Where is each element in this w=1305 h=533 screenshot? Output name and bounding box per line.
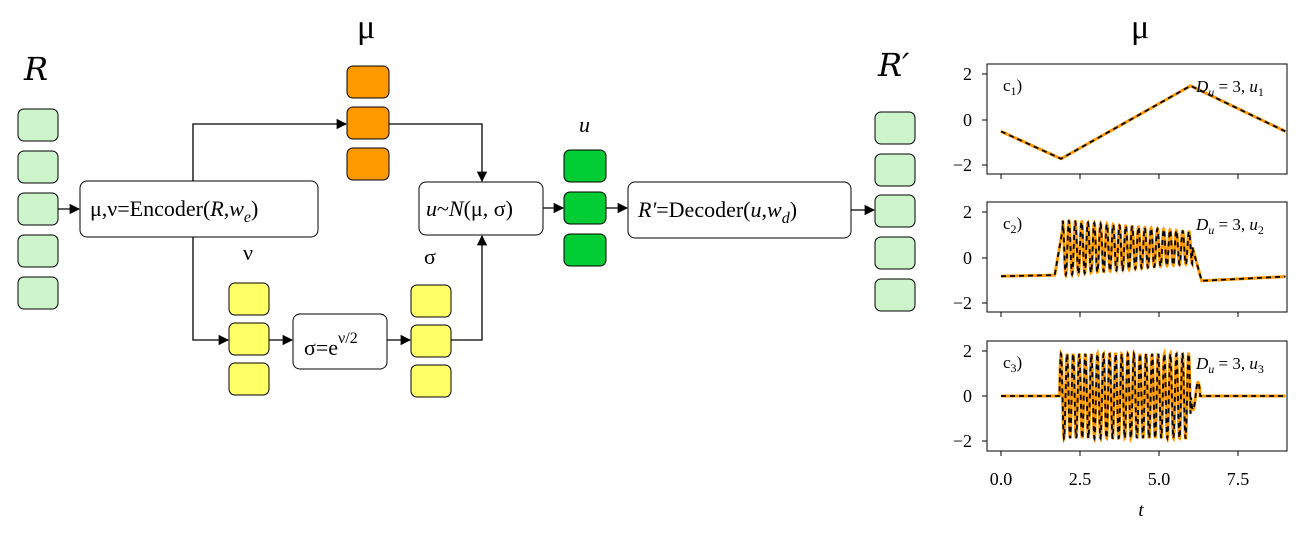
arrow-mu-to-sampler: [389, 123, 488, 183]
panel-tag: c2): [1003, 214, 1022, 236]
y-tick-label: −2: [953, 155, 972, 175]
reconstruction-trace-line: [1001, 219, 1286, 282]
u-nodes: [563, 149, 607, 267]
plots-title: μ: [1131, 9, 1149, 46]
y-axis-ticks: [982, 73, 987, 442]
panel-frame: [986, 201, 1288, 313]
y-tick-label: 2: [963, 202, 972, 222]
arrow-sigma-to-sampler: [451, 234, 488, 341]
x-tick-label: 2.5: [1069, 469, 1092, 489]
decoder-box: R′=Decoder(u,wd): [627, 181, 852, 239]
y-tick-label: 2: [963, 341, 972, 361]
arrow-encoder-to-nu: [192, 237, 230, 346]
sigma-nodes: [410, 284, 452, 398]
sampler-text: u~N(μ, σ): [426, 196, 513, 221]
output-node: [874, 194, 916, 228]
panel-legend: Du = 3, u2: [1195, 215, 1264, 237]
mu-nodes: [346, 65, 390, 181]
u-node: [563, 191, 607, 225]
y-tick-label: −2: [953, 431, 972, 451]
y-tick-label: 0: [963, 248, 972, 268]
nu-node: [228, 362, 270, 396]
u-label: u: [579, 112, 590, 137]
mu-node: [346, 147, 390, 181]
panel-legend: Du = 3, u3: [1195, 354, 1264, 376]
input-nodes: [17, 108, 59, 310]
panel-frame: [986, 63, 1288, 175]
traces: [1000, 84, 1287, 444]
nu-node: [228, 282, 270, 316]
arrow-encoder-to-mu: [192, 118, 348, 181]
input-node: [17, 234, 59, 268]
input-label: R: [23, 50, 48, 88]
u-node: [563, 233, 607, 267]
output-node: [874, 111, 916, 145]
sampler-box: u~N(μ, σ): [418, 181, 544, 236]
nu-node: [228, 322, 270, 356]
x-tick-label: 7.5: [1227, 469, 1250, 489]
encoder-text: μ,ν=Encoder(R,we): [90, 196, 258, 226]
y-tick-label: 2: [963, 64, 972, 84]
x-tick-labels: 0.0 2.5 5.0 7.5: [990, 469, 1250, 489]
sigma-node: [410, 284, 452, 318]
panel-annotations: c1) Du = 3, u1 c2) Du = 3, u2 c3) Du = 3…: [1003, 76, 1264, 376]
y-tick-label: −2: [953, 293, 972, 313]
sigma-formula-box: σ=eν/2: [292, 313, 388, 370]
input-node: [17, 276, 59, 310]
u-node: [563, 149, 607, 183]
sigma-label: σ: [424, 244, 436, 269]
y-tick-label: 0: [963, 110, 972, 130]
panel-tag: c1): [1003, 76, 1022, 98]
nu-label: ν: [243, 240, 253, 265]
true-trace-line: [1000, 84, 1287, 161]
sigma-formula-text: σ=eν/2: [304, 330, 358, 360]
encoder-box: μ,ν=Encoder(R,we): [79, 180, 319, 238]
mu-label: μ: [357, 9, 375, 46]
x-axis-ticks: [1000, 174, 1239, 456]
reconstruction-trace-line: [1000, 84, 1286, 160]
input-node: [17, 150, 59, 184]
reconstruction-trace-line: [1001, 350, 1286, 442]
x-tick-label: 0.0: [990, 469, 1013, 489]
nu-nodes: [228, 282, 270, 396]
sigma-node: [410, 364, 452, 398]
panel-legend: Du = 3, u1: [1195, 77, 1264, 99]
x-tick-label: 5.0: [1148, 469, 1171, 489]
panel-tag: c3): [1003, 353, 1022, 375]
input-node: [17, 192, 59, 226]
output-label: R′: [877, 46, 910, 84]
output-node: [874, 278, 916, 312]
input-node: [17, 108, 59, 142]
arrows: [58, 118, 876, 346]
mu-node: [346, 65, 390, 99]
output-node: [874, 153, 916, 187]
x-axis-label: t: [1138, 500, 1144, 521]
sigma-node: [410, 324, 452, 358]
y-tick-labels: 2 0 −2 2 0 −2 2 0 −2: [953, 64, 972, 451]
y-tick-label: 0: [963, 386, 972, 406]
output-nodes: [874, 111, 916, 312]
mu-node: [346, 106, 390, 140]
output-node: [874, 236, 916, 270]
decoder-text: R′=Decoder(u,wd): [637, 197, 797, 227]
